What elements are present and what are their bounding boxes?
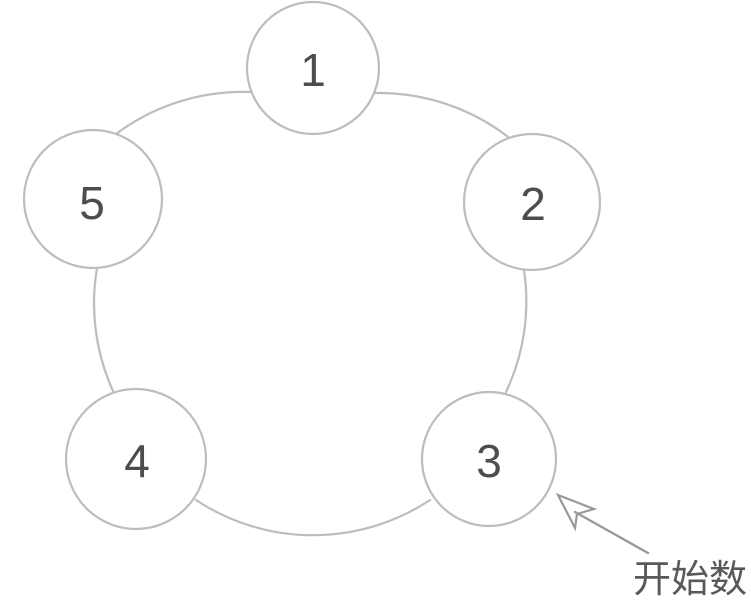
annotation-arrow-shaft xyxy=(573,510,650,555)
node-2-label: 2 xyxy=(520,178,546,230)
edge-node5-node1 xyxy=(114,90,252,136)
edge-group xyxy=(92,90,528,537)
node-4-circle[interactable] xyxy=(64,387,208,531)
edge-node1-node2 xyxy=(373,91,514,142)
node-3-label: 3 xyxy=(476,435,502,487)
node-2-circle[interactable] xyxy=(462,132,602,272)
annotation-label: 开始数 xyxy=(633,557,747,601)
node-4[interactable]: 4 xyxy=(64,387,208,531)
node-5-label: 5 xyxy=(79,177,105,229)
node-1-circle[interactable] xyxy=(245,0,381,136)
edge-node3-node4 xyxy=(194,498,432,537)
node-5-circle[interactable] xyxy=(22,128,164,270)
annotation-arrow-head-icon xyxy=(555,492,598,532)
node-3-circle[interactable] xyxy=(420,390,558,528)
node-1-label: 1 xyxy=(300,44,326,96)
node-2[interactable]: 2 xyxy=(462,132,602,272)
node-4-label: 4 xyxy=(124,435,150,487)
edge-node4-node5 xyxy=(92,266,115,393)
edge-node2-node3 xyxy=(504,268,528,394)
start-pointer-annotation: 开始数 xyxy=(555,492,747,601)
node-1[interactable]: 1 xyxy=(245,0,381,136)
node-3[interactable]: 3 xyxy=(420,390,558,528)
node-5[interactable]: 5 xyxy=(22,128,164,270)
